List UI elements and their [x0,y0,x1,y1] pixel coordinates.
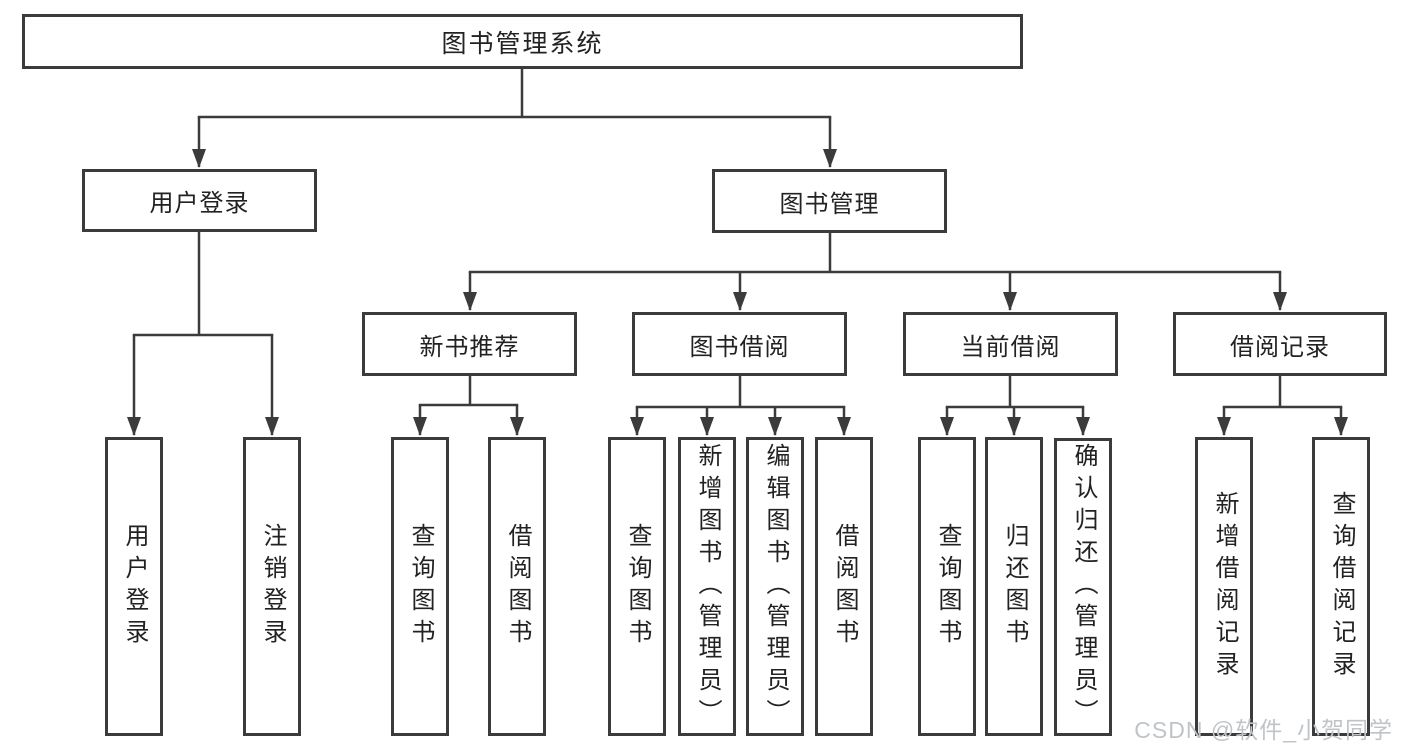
leaf-logout-label: 注销登录 [259,522,286,651]
node-user-login-label: 用户登录 [149,190,250,217]
node-book-borrow: 图书借阅 [632,312,847,376]
leaf-logout: 注销登录 [243,437,301,736]
leaf-current-confirm-return: 确认归还（管理员） [1054,438,1112,736]
node-book-borrow-label: 图书借阅 [689,333,790,361]
leaf-borrow-query-book: 查询图书 [608,437,666,736]
leaf-records-query-record: 查询借阅记录 [1312,437,1370,736]
leaf-current-return-book: 归还图书 [985,437,1043,736]
leaf-borrow-edit-book: 编辑图书（管理员） [746,437,804,736]
node-book-management: 图书管理 [712,169,947,233]
node-book-management-label: 图书管理 [779,190,880,218]
node-user-login: 用户登录 [82,169,317,232]
csdn-watermark: CSDN @软件_小贺同学 [1134,717,1393,743]
leaf-user-login: 用户登录 [105,437,163,736]
node-borrow-records-label: 借阅记录 [1230,333,1330,361]
leaf-recommend-borrow-book: 借阅图书 [488,437,546,736]
leaf-borrow-borrow-book-label: 借阅图书 [831,522,858,651]
leaf-borrow-add-book: 新增图书（管理员） [678,437,736,736]
leaf-recommend-query-book: 查询图书 [391,437,449,736]
node-new-book-recommend-label: 新书推荐 [419,333,520,361]
leaf-recommend-borrow-book-label: 借阅图书 [504,522,531,651]
leaf-borrow-query-book-label: 查询图书 [624,522,651,651]
leaf-borrow-edit-book-label: 编辑图书（管理员） [762,442,789,731]
leaf-current-query-book-label: 查询图书 [934,522,961,651]
node-borrow-records: 借阅记录 [1173,312,1387,376]
leaf-current-query-book: 查询图书 [918,437,976,736]
node-root: 图书管理系统 [22,14,1023,69]
leaf-current-return-book-label: 归还图书 [1001,522,1028,651]
leaf-records-add-record-label: 新增借阅记录 [1211,490,1238,683]
leaf-borrow-borrow-book: 借阅图书 [815,437,873,736]
leaf-user-login-label: 用户登录 [121,522,148,651]
leaf-borrow-add-book-label: 新增图书（管理员） [694,442,721,731]
node-new-book-recommend: 新书推荐 [362,312,577,376]
leaf-recommend-query-book-label: 查询图书 [407,522,434,651]
leaf-records-add-record: 新增借阅记录 [1195,437,1253,736]
leaf-records-query-record-label: 查询借阅记录 [1328,490,1355,683]
node-root-label: 图书管理系统 [441,29,604,58]
node-current-borrow-label: 当前借阅 [960,333,1061,361]
leaf-current-confirm-return-label: 确认归还（管理员） [1070,443,1097,731]
node-current-borrow: 当前借阅 [903,312,1118,376]
